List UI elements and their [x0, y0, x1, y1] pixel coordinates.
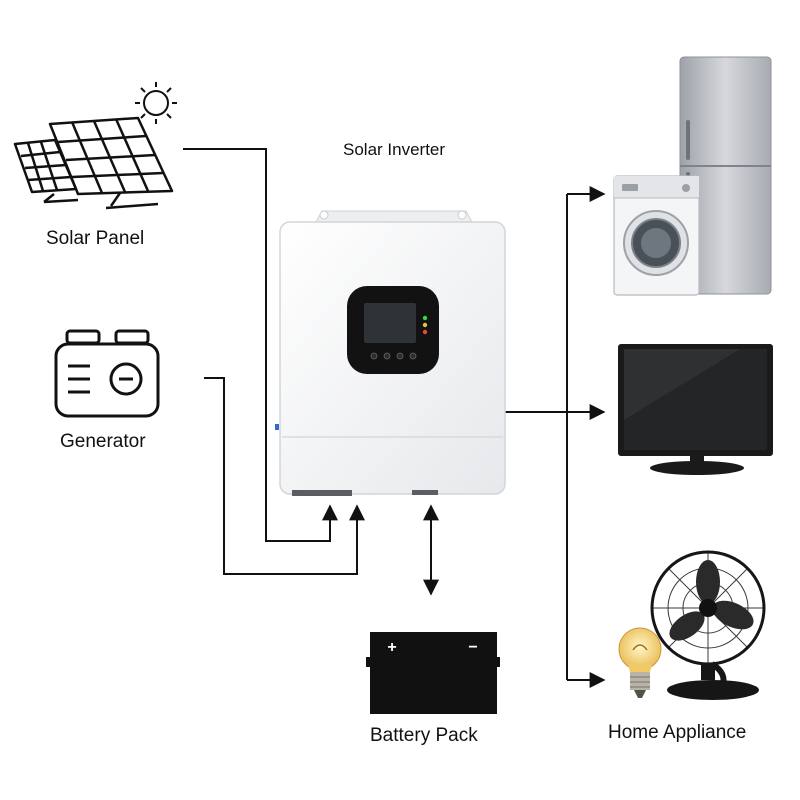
solar-panel-icon [13, 116, 174, 210]
light-bulb-icon [618, 627, 662, 698]
battery-positive-terminal: + [387, 639, 396, 656]
washing-machine-icon [613, 175, 700, 296]
battery-icon: + − [366, 632, 500, 714]
sun-icon [135, 82, 177, 124]
tv-icon [618, 344, 773, 475]
home-appliance-label: Home Appliance [608, 722, 747, 743]
battery-negative-terminal: − [468, 639, 477, 656]
fan-icon [650, 550, 766, 700]
solar-panel-label: Solar Panel [46, 228, 145, 249]
generator-to-inverter-line [204, 377, 365, 575]
generator-label: Generator [60, 431, 146, 452]
battery-pack-label: Battery Pack [370, 725, 478, 746]
inverter-icon [275, 210, 506, 496]
generator-icon [54, 329, 160, 418]
connection-lines [183, 148, 606, 688]
inverter-lcd-screen [364, 303, 416, 343]
solar-inverter-label: Solar Inverter [343, 140, 446, 159]
solar-to-inverter-line [183, 148, 338, 542]
